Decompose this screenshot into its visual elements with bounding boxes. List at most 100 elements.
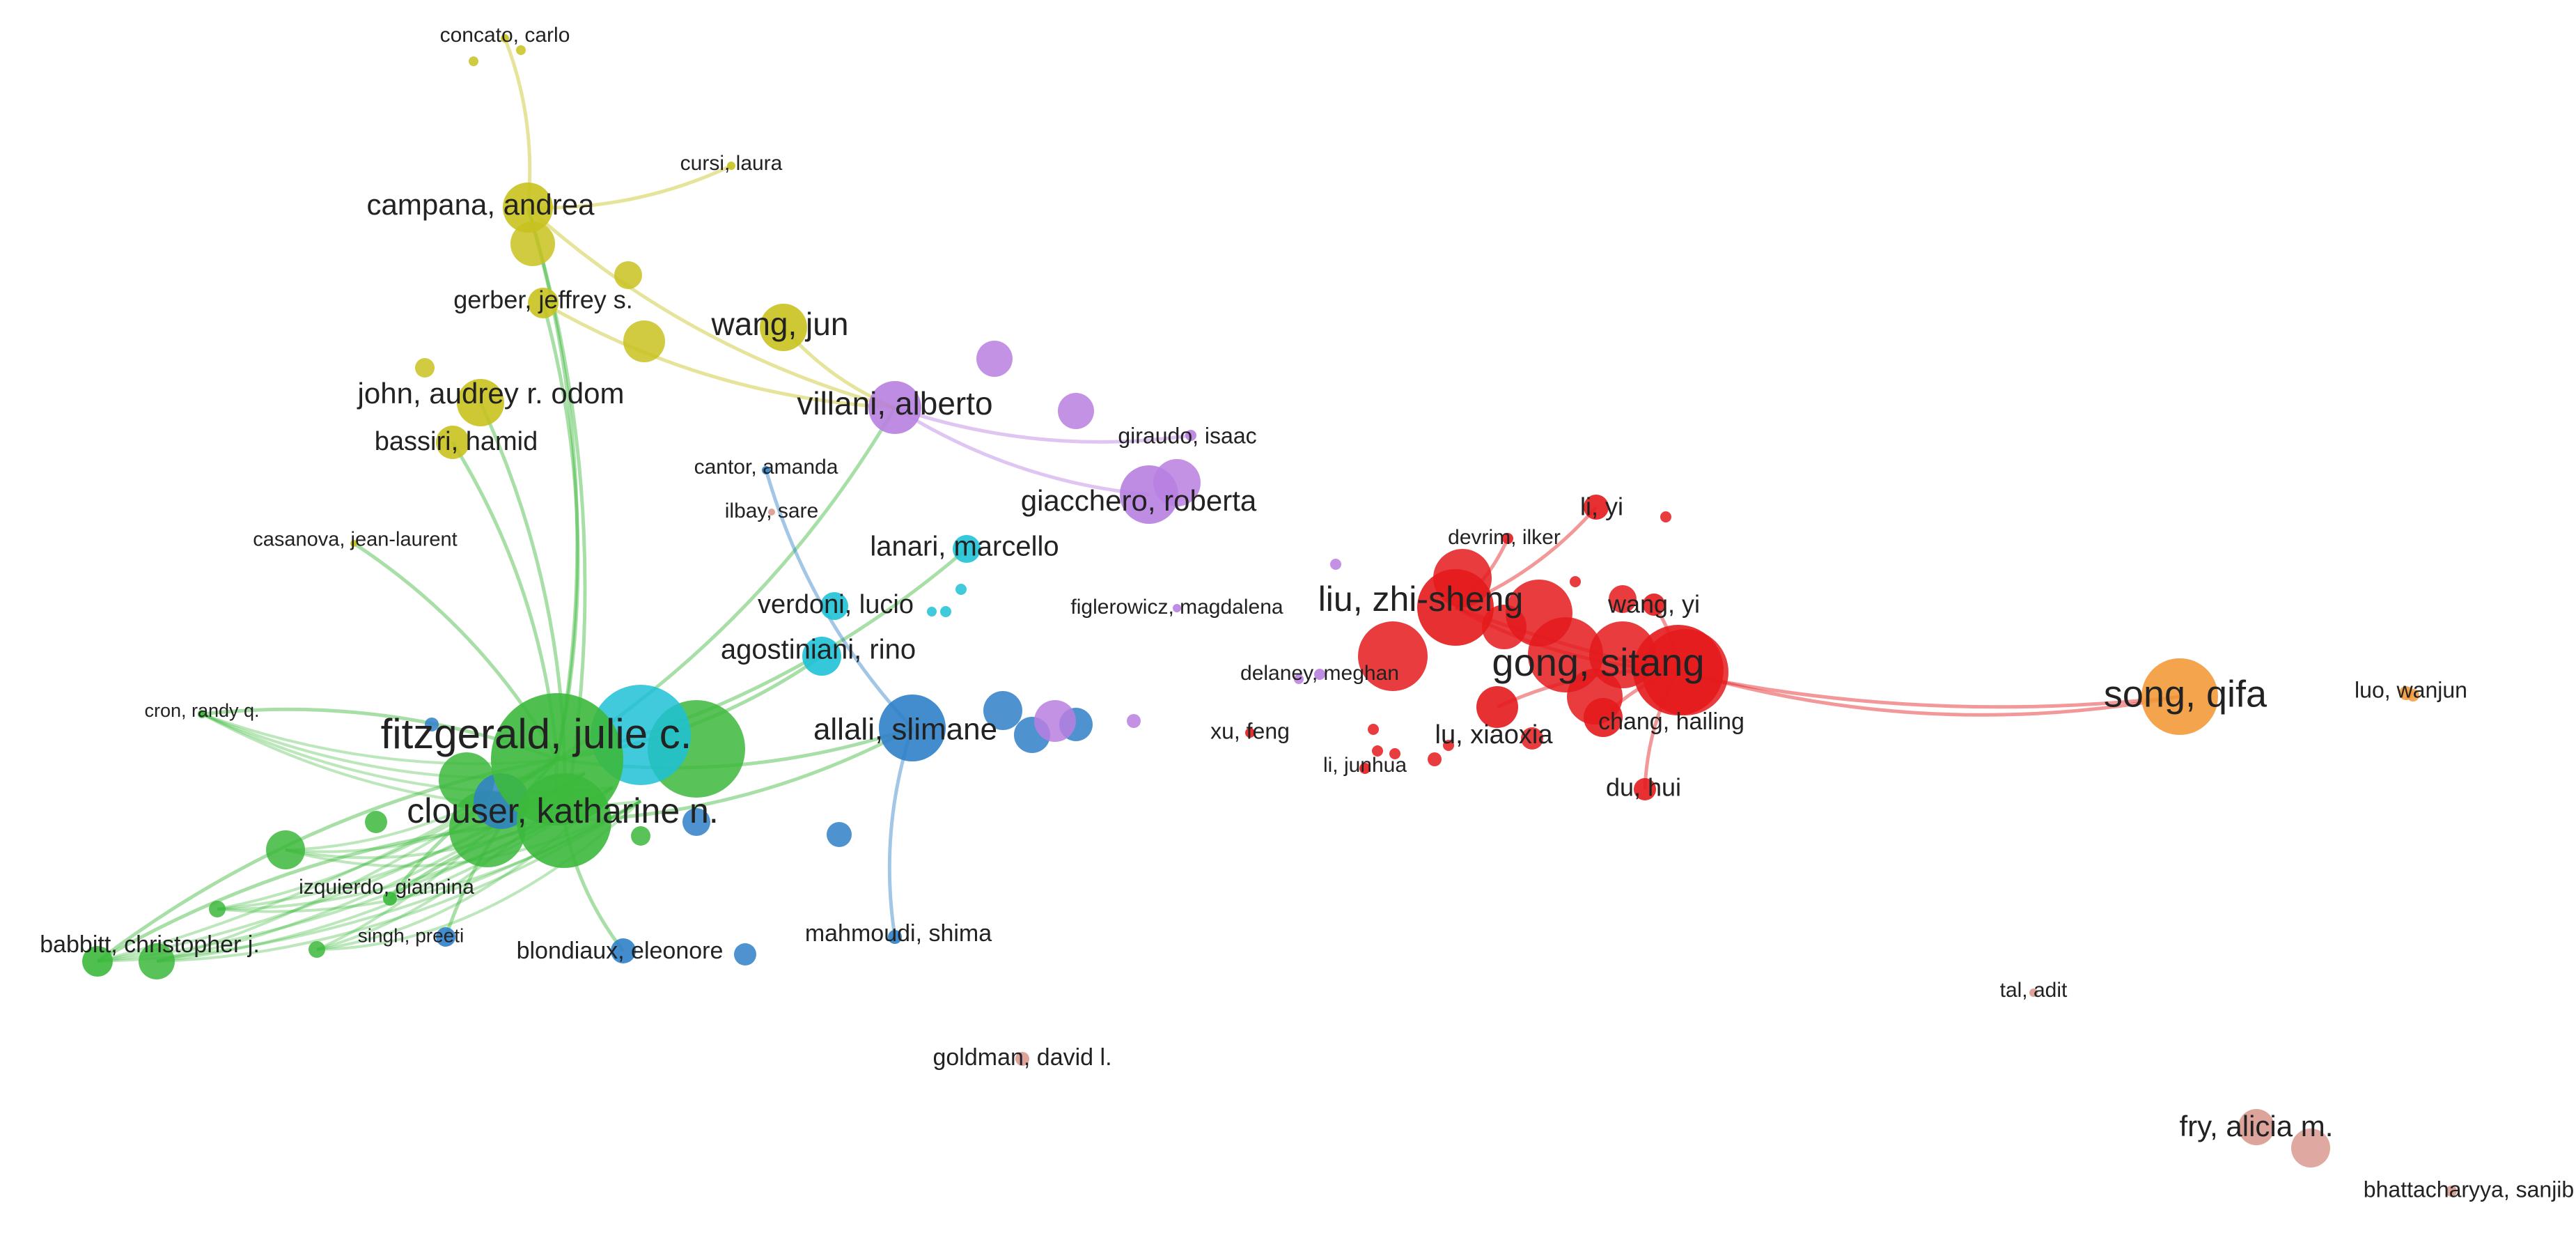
author-node-babbitt[interactable] — [82, 946, 113, 977]
author-node-casanova[interactable] — [350, 540, 357, 547]
author-node[interactable] — [469, 56, 478, 66]
author-node-chang[interactable] — [1584, 698, 1623, 737]
nodes-layer — [82, 34, 2457, 1197]
author-node[interactable] — [415, 358, 435, 378]
author-label-li_junhua: li, junhua — [1323, 754, 1407, 777]
author-node[interactable] — [510, 222, 555, 266]
coauthor-link — [893, 405, 1150, 497]
author-label-goldman: goldman, david l. — [932, 1044, 1111, 1071]
author-node[interactable] — [1660, 511, 1671, 522]
author-node[interactable] — [266, 830, 305, 869]
author-node-wang_jun[interactable] — [760, 304, 807, 351]
author-node[interactable] — [1372, 745, 1383, 757]
author-node-clouser[interactable] — [517, 773, 611, 868]
author-node-song[interactable] — [2141, 658, 2218, 735]
author-node-devrim[interactable] — [1502, 533, 1513, 544]
author-node-cantor[interactable] — [762, 466, 770, 474]
author-node[interactable] — [1609, 585, 1637, 613]
author-node-li_yi[interactable] — [1584, 495, 1609, 520]
author-node-figlerowicz[interactable] — [1173, 604, 1181, 612]
author-node[interactable] — [827, 822, 852, 847]
author-node[interactable] — [1482, 605, 1527, 649]
author-label-concato: concato, carlo — [440, 24, 570, 47]
author-node[interactable] — [1368, 724, 1379, 735]
author-node[interactable] — [139, 943, 175, 979]
author-node-izquierdo[interactable] — [383, 892, 397, 906]
author-node-singh[interactable] — [436, 927, 455, 947]
author-node-bhattacharyya[interactable] — [2446, 1186, 2457, 1197]
author-node-delaney[interactable] — [1314, 669, 1325, 680]
author-node-lanari[interactable] — [953, 535, 981, 563]
author-label-fry: fry, alicia m. — [2180, 1110, 2334, 1142]
author-node[interactable] — [631, 826, 650, 846]
author-node-campana[interactable] — [503, 183, 553, 233]
author-node[interactable] — [1358, 621, 1428, 691]
author-node[interactable] — [623, 320, 665, 362]
author-label-cron: cron, randy q. — [144, 700, 259, 721]
author-node[interactable] — [1294, 674, 1304, 684]
author-node[interactable] — [209, 901, 226, 917]
author-node[interactable] — [309, 941, 325, 958]
author-node-allali[interactable] — [879, 695, 946, 761]
author-node-gong[interactable] — [1633, 625, 1724, 715]
author-node-luo[interactable] — [2399, 686, 2413, 700]
author-node-cursi[interactable] — [727, 162, 735, 170]
author-label-figlerowicz: figlerowicz, magdalena — [1070, 596, 1283, 619]
author-node-fry[interactable] — [2238, 1109, 2274, 1145]
author-node[interactable] — [1127, 714, 1141, 728]
author-node[interactable] — [1330, 559, 1341, 570]
author-node-du[interactable] — [1634, 778, 1656, 800]
author-node-gerber[interactable] — [528, 288, 559, 318]
author-node[interactable] — [2291, 1129, 2330, 1168]
author-node-li_junhua[interactable] — [1359, 763, 1371, 774]
coauthor-link — [527, 164, 733, 210]
author-node-agostiniani[interactable] — [802, 637, 841, 676]
author-label-bhattacharyya: bhattacharyya, sanjib — [2364, 1177, 2574, 1202]
author-node[interactable] — [516, 45, 526, 55]
author-node[interactable] — [940, 606, 951, 617]
author-node-concato[interactable] — [501, 34, 509, 42]
author-node[interactable] — [1034, 700, 1076, 742]
author-label-singh: singh, preeti — [358, 924, 465, 946]
author-node-bassiri[interactable] — [436, 426, 469, 459]
author-node-tal[interactable] — [2029, 988, 2038, 997]
author-node[interactable] — [1443, 740, 1454, 751]
author-label-li_yi: li, yi — [1580, 493, 1623, 521]
author-node[interactable] — [365, 811, 387, 833]
author-node[interactable] — [734, 943, 756, 966]
author-node[interactable] — [983, 691, 1022, 730]
author-node-lu[interactable] — [1476, 686, 1518, 728]
author-node-xu[interactable] — [1245, 728, 1255, 738]
author-node-mahmoudi[interactable] — [888, 930, 902, 944]
author-node-john[interactable] — [457, 379, 504, 426]
author-label-cursi: cursi, laura — [680, 152, 783, 175]
author-node[interactable] — [1570, 576, 1581, 587]
author-node[interactable] — [1428, 752, 1442, 766]
author-node-goldman[interactable] — [1015, 1052, 1029, 1066]
author-node-ilbay[interactable] — [768, 509, 775, 515]
author-label-clouser: clouser, katharine n. — [407, 791, 719, 830]
author-node[interactable] — [614, 261, 642, 289]
author-label-lanari: lanari, marcello — [870, 532, 1059, 562]
author-node[interactable] — [1058, 393, 1094, 429]
author-node[interactable] — [425, 718, 439, 731]
author-label-allali: allali, slimane — [813, 713, 997, 747]
author-node-verdoni[interactable] — [820, 592, 848, 620]
author-node-blondiaux[interactable] — [611, 938, 636, 963]
author-node[interactable] — [1389, 748, 1400, 759]
author-node[interactable] — [955, 584, 967, 595]
author-node-giacchero[interactable] — [1120, 465, 1178, 524]
author-label-izquierdo: izquierdo, giannina — [299, 876, 474, 899]
author-node[interactable] — [682, 808, 710, 836]
author-node-cron[interactable] — [198, 710, 206, 718]
author-node-villani[interactable] — [868, 381, 921, 434]
coauthor-link — [1678, 668, 2180, 717]
author-label-wang_yi: wang, yi — [1607, 590, 1700, 619]
author-node-liu[interactable] — [1417, 569, 1494, 646]
author-node[interactable] — [927, 607, 937, 616]
author-node[interactable] — [976, 341, 1013, 377]
author-node-giraudo[interactable] — [1185, 430, 1196, 441]
author-node-wang_yi[interactable] — [1643, 594, 1665, 616]
author-label-xu: xu, feng — [1210, 718, 1290, 743]
author-node[interactable] — [1521, 727, 1543, 750]
